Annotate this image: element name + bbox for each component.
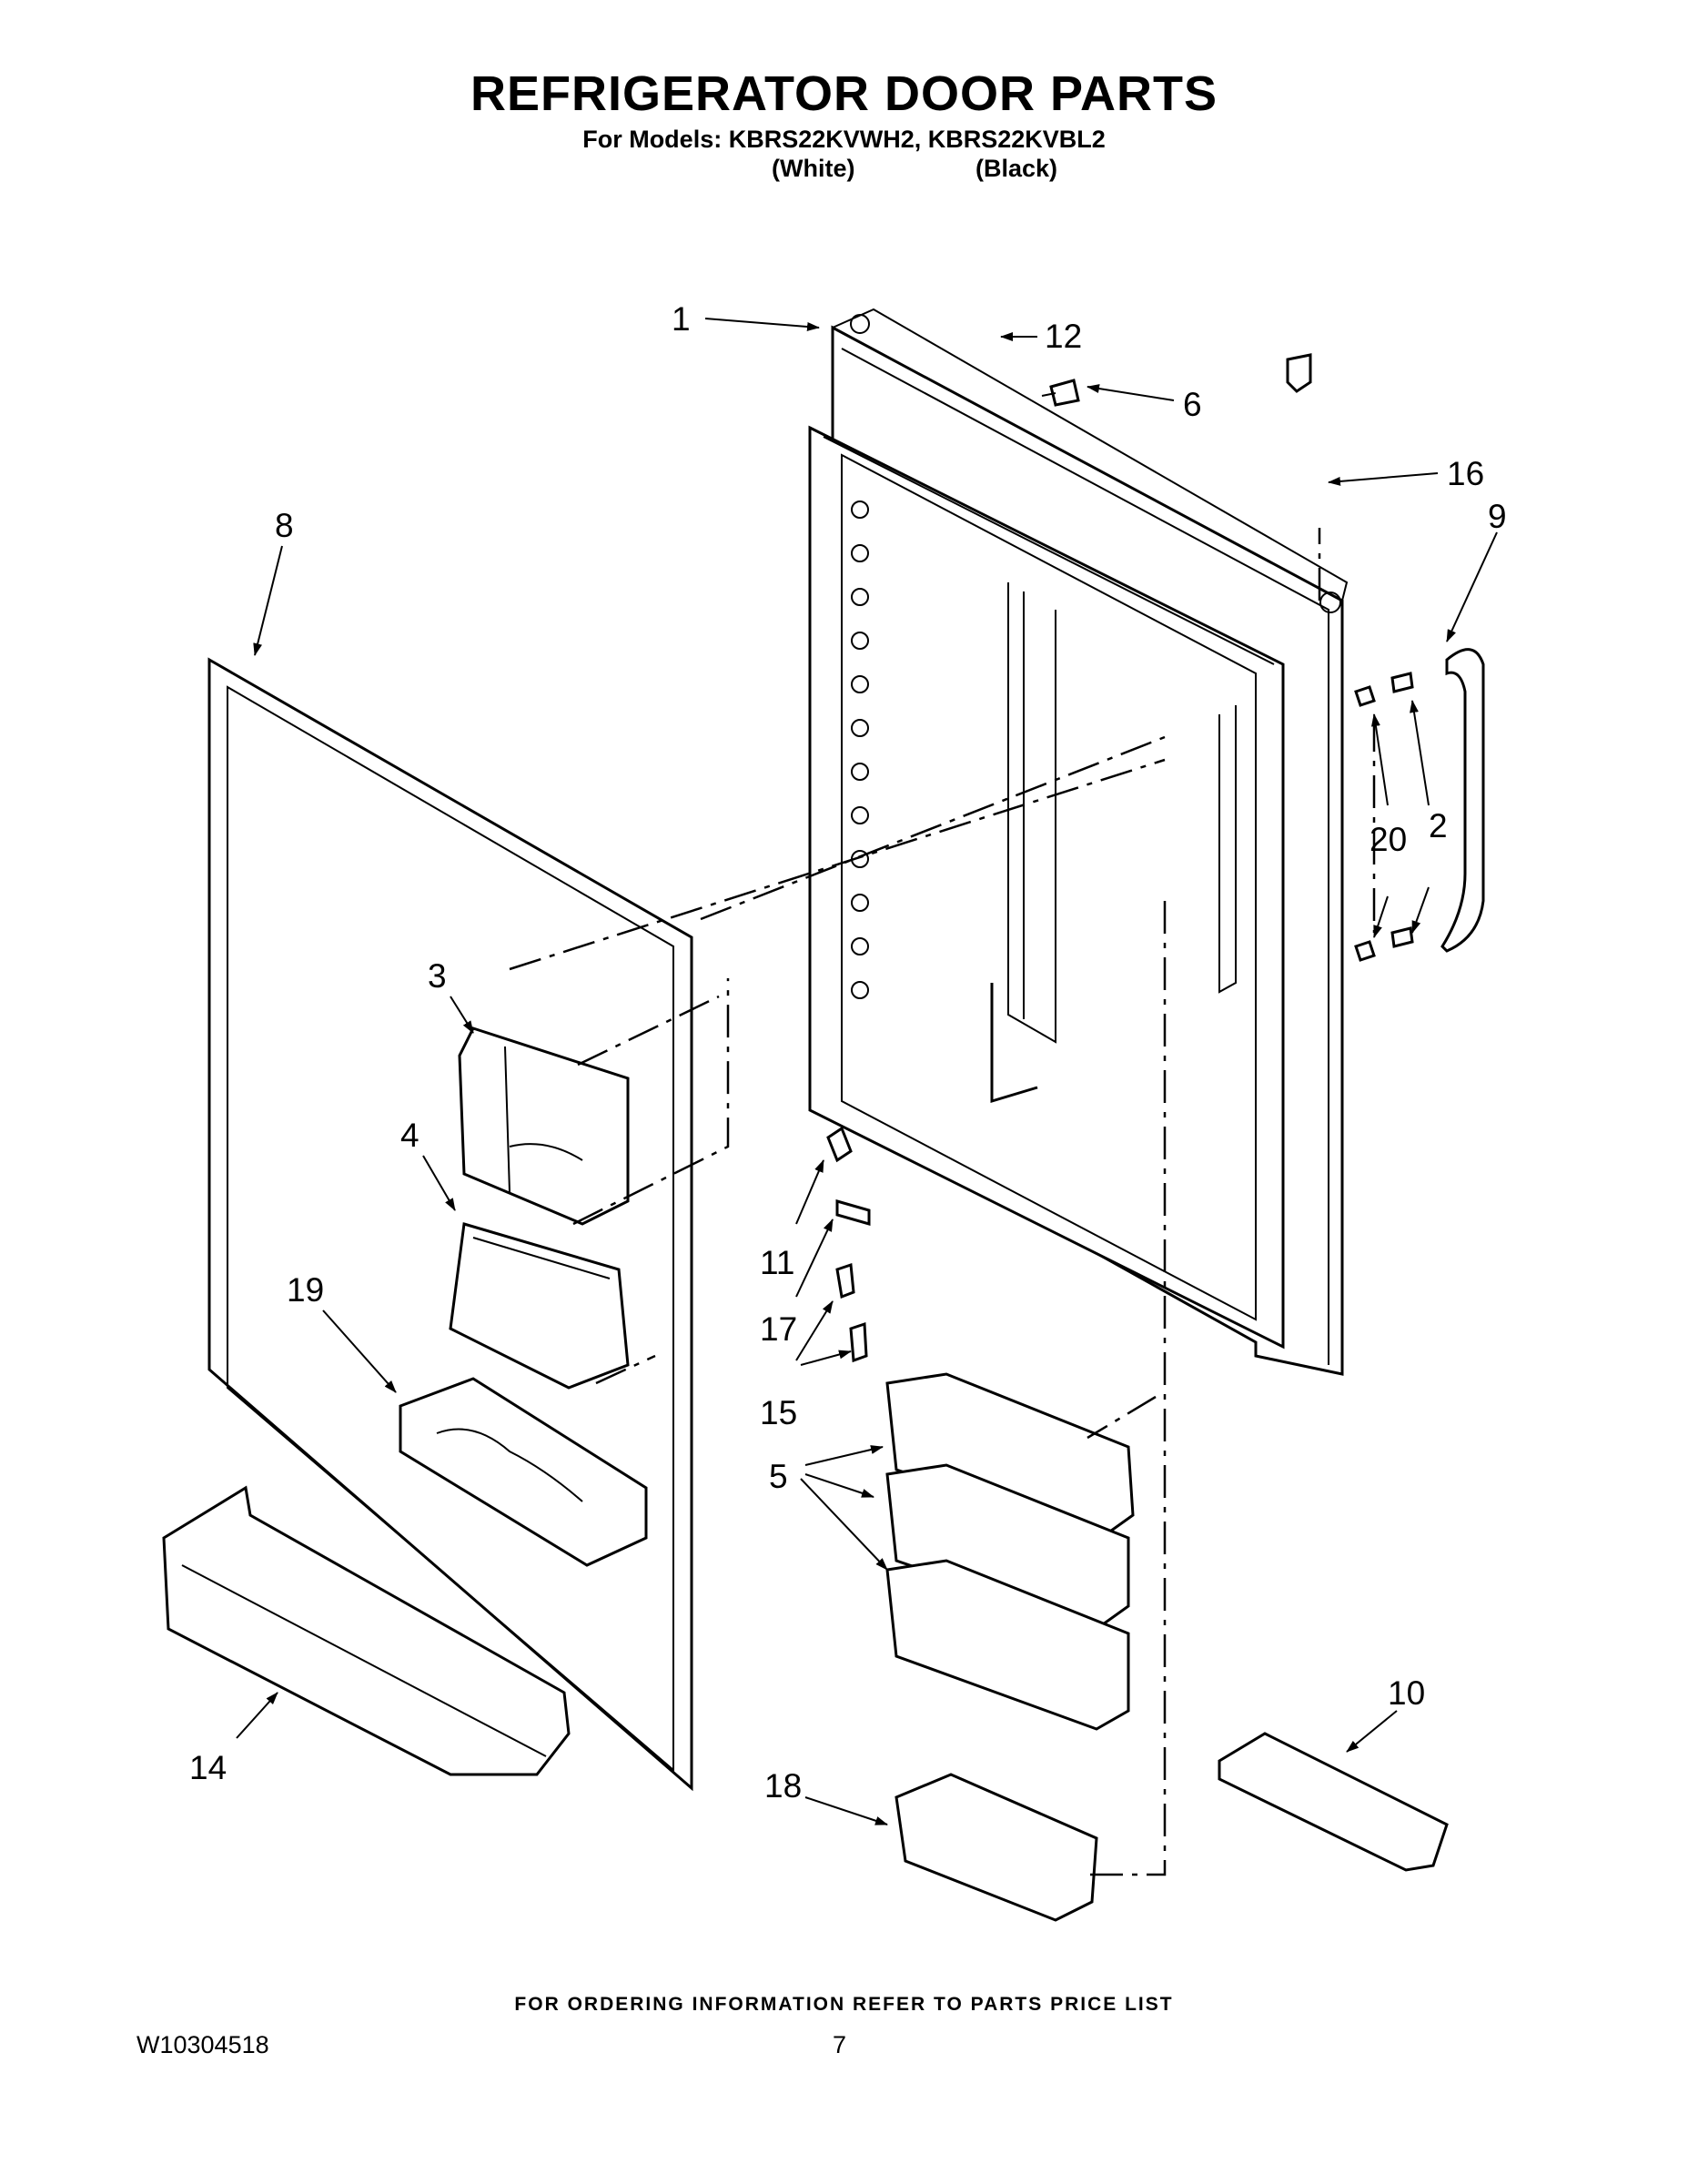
door-bin-large xyxy=(162,1485,571,1776)
small-door-bin xyxy=(895,1773,1098,1922)
document-number: W10304518 xyxy=(136,2031,269,2058)
ordering-note: FOR ORDERING INFORMATION REFER TO PARTS … xyxy=(514,1994,1174,2015)
callout-8: 8 xyxy=(275,507,294,544)
callout-12: 12 xyxy=(1045,318,1082,355)
callout-4: 4 xyxy=(400,1117,419,1154)
hardware-parts xyxy=(826,353,1414,1363)
page-number: 7 xyxy=(833,2031,847,2058)
callout-19: 19 xyxy=(287,1271,324,1309)
callout-14: 14 xyxy=(189,1749,227,1786)
door-bin-stack xyxy=(885,1372,1135,1731)
variant-black: (Black) xyxy=(975,155,1058,182)
callout-15: 15 xyxy=(760,1394,797,1431)
callout-17: 17 xyxy=(760,1310,797,1348)
callout-20: 20 xyxy=(1370,821,1407,858)
variant-white: (White) xyxy=(772,155,855,182)
callout-5: 5 xyxy=(769,1458,788,1495)
alignment-lines xyxy=(509,528,1376,1876)
door-handle xyxy=(1440,648,1485,953)
callout-3: 3 xyxy=(428,957,447,995)
callout-18: 18 xyxy=(764,1767,802,1805)
callout-1: 1 xyxy=(672,300,691,338)
callout-9: 9 xyxy=(1488,498,1507,535)
page-title: REFRIGERATOR DOOR PARTS xyxy=(470,66,1218,121)
models-line: For Models: KBRS22KVWH2, KBRS22KVBL2 xyxy=(582,126,1106,153)
egg-tray xyxy=(399,1377,648,1567)
callout-10: 10 xyxy=(1388,1674,1425,1712)
dairy-bin xyxy=(449,1222,630,1390)
callout-arrows xyxy=(236,318,1498,1825)
dairy-door xyxy=(458,1026,630,1226)
callout-16: 16 xyxy=(1447,455,1484,492)
callout-labels: 1 12 6 16 9 8 3 4 19 11 17 15 20 2 5 10 … xyxy=(189,300,1507,1805)
callout-11: 11 xyxy=(760,1244,794,1281)
shelf xyxy=(1218,1732,1449,1872)
callout-2: 2 xyxy=(1429,807,1448,844)
callout-6: 6 xyxy=(1183,386,1202,423)
